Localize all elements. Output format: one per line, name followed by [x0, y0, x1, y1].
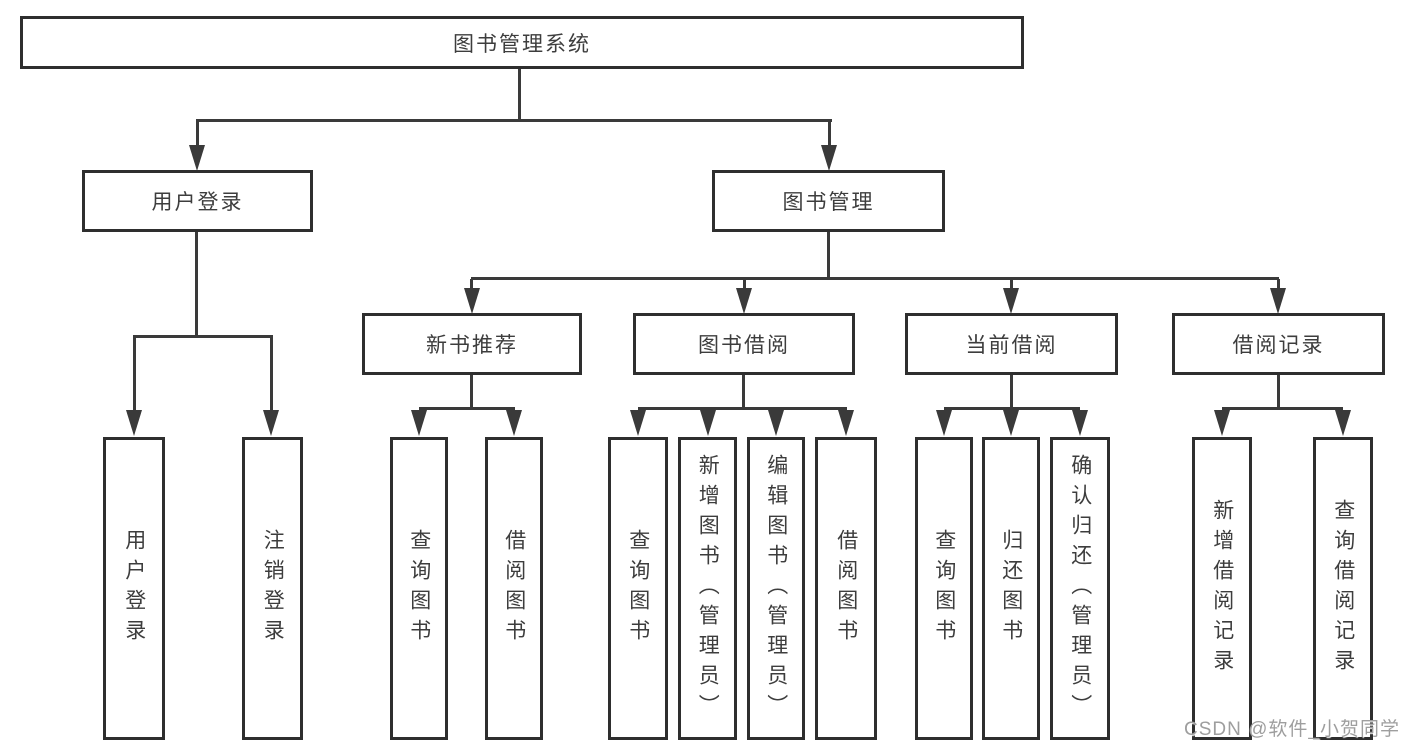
- connector-line: [638, 407, 847, 410]
- arrow-down-icon: [126, 410, 142, 436]
- node-library-management-system: 图书管理系统: [20, 16, 1024, 69]
- arrow-down-icon: [736, 288, 752, 314]
- arrow-down-icon: [189, 145, 205, 171]
- connector-line: [133, 335, 273, 338]
- arrow-down-icon: [768, 410, 784, 436]
- arrow-down-icon: [1003, 410, 1019, 436]
- connector-line: [196, 119, 832, 122]
- arrow-down-icon: [1335, 410, 1351, 436]
- connector-line: [1277, 279, 1280, 293]
- connector-line: [133, 337, 136, 411]
- connector-line: [743, 279, 746, 293]
- connector-line: [944, 407, 1080, 410]
- node-book-management: 图书管理: [712, 170, 945, 232]
- csdn-watermark: CSDN @软件_小贺同学: [1184, 719, 1400, 740]
- node-user-login: 用户登录: [82, 170, 313, 232]
- leaf-edit-book-admin: 编辑图书（管理员）: [747, 437, 805, 740]
- connector-line: [828, 121, 831, 149]
- arrow-down-icon: [700, 410, 716, 436]
- leaf-query-borrow-record: 查询借阅记录: [1313, 437, 1373, 740]
- leaf-user-login: 用户登录: [103, 437, 165, 740]
- connector-line: [471, 277, 1279, 280]
- node-new-book-recommend: 新书推荐: [362, 313, 582, 375]
- arrow-down-icon: [263, 410, 279, 436]
- leaf-borrow-books: 借阅图书: [485, 437, 543, 740]
- leaf-borrow-books: 借阅图书: [815, 437, 877, 740]
- node-borrowing-records: 借阅记录: [1172, 313, 1385, 375]
- connector-line: [195, 232, 198, 335]
- connector-line: [270, 337, 273, 411]
- leaf-query-books: 查询图书: [915, 437, 973, 740]
- connector-line: [1010, 279, 1013, 293]
- arrow-down-icon: [936, 410, 952, 436]
- leaf-logout: 注销登录: [242, 437, 303, 740]
- connector-line: [1277, 375, 1280, 408]
- leaf-query-books: 查询图书: [608, 437, 668, 740]
- arrow-down-icon: [838, 410, 854, 436]
- leaf-return-book: 归还图书: [982, 437, 1040, 740]
- node-book-borrowing: 图书借阅: [633, 313, 855, 375]
- arrow-down-icon: [1072, 410, 1088, 436]
- arrow-down-icon: [1003, 288, 1019, 314]
- connector-line: [1222, 407, 1343, 410]
- leaf-add-borrow-record: 新增借阅记录: [1192, 437, 1252, 740]
- leaf-add-book-admin: 新增图书（管理员）: [678, 437, 737, 740]
- node-current-borrowing: 当前借阅: [905, 313, 1118, 375]
- arrow-down-icon: [506, 410, 522, 436]
- arrow-down-icon: [464, 288, 480, 314]
- connector-line: [196, 121, 199, 149]
- arrow-down-icon: [411, 410, 427, 436]
- arrow-down-icon: [630, 410, 646, 436]
- arrow-down-icon: [1214, 410, 1230, 436]
- connector-line: [419, 407, 515, 410]
- connector-line: [470, 279, 473, 293]
- leaf-query-books: 查询图书: [390, 437, 448, 740]
- connector-line: [827, 232, 830, 277]
- arrow-down-icon: [1270, 288, 1286, 314]
- connector-line: [1010, 375, 1013, 408]
- connector-line: [470, 375, 473, 408]
- arrow-down-icon: [821, 145, 837, 171]
- connector-line: [518, 69, 521, 120]
- connector-line: [742, 375, 745, 408]
- leaf-confirm-return-admin: 确认归还（管理员）: [1050, 437, 1110, 740]
